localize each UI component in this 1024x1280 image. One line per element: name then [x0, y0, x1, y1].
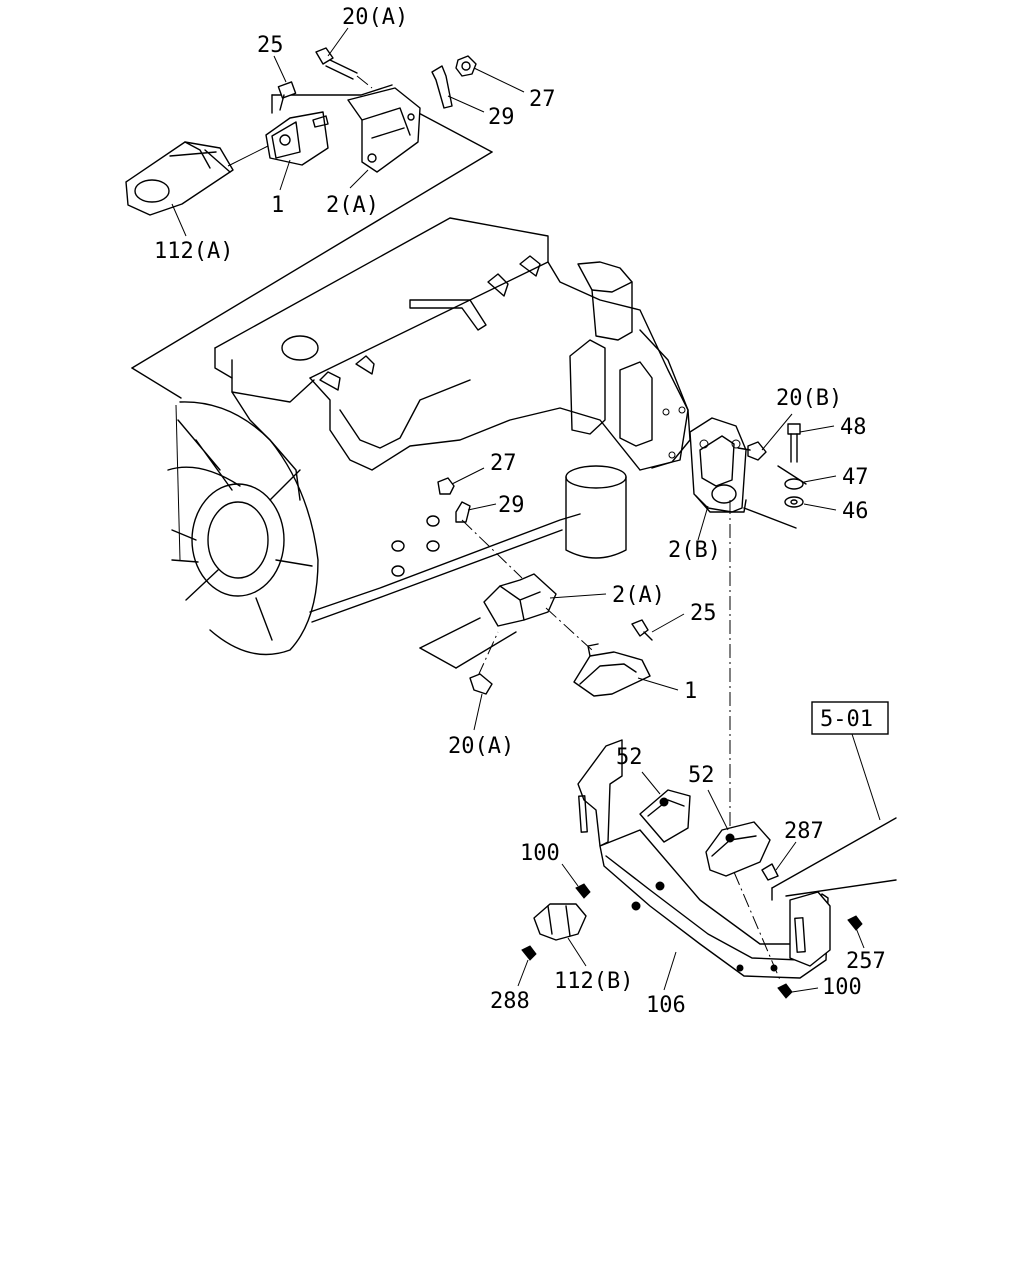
label-20a-mid: 20(A) — [448, 734, 514, 759]
cooling-fan — [167, 401, 319, 656]
label-46: 46 — [842, 499, 869, 524]
label-112a: 112(A) — [154, 239, 233, 264]
clip-29-top — [431, 65, 453, 109]
engine-mount-1-top — [265, 111, 329, 166]
label-52-left: 52 — [616, 745, 643, 770]
mount-52-left — [639, 771, 691, 843]
label-27-mid: 27 — [490, 451, 517, 476]
clip-29-mid — [455, 501, 471, 523]
mid-left-mount — [419, 467, 685, 731]
nut-100-left — [575, 883, 591, 899]
mount-52-right — [705, 789, 771, 877]
nut-27-mid — [437, 477, 455, 495]
label-106: 106 — [646, 993, 686, 1018]
engine-block — [214, 217, 691, 623]
bolt-20b — [747, 441, 767, 461]
bolt-25-top — [277, 81, 297, 111]
label-1-top: 1 — [271, 193, 284, 218]
callout-labels: 20(A) 25 27 29 1 2(A) 112(A) 20(B) 48 47… — [154, 5, 886, 1018]
label-25-mid: 25 — [690, 601, 717, 626]
bolt-20a-mid — [469, 673, 493, 695]
label-27-top: 27 — [529, 87, 556, 112]
label-2a-mid: 2(A) — [612, 583, 665, 608]
spring-washer-47 — [784, 478, 804, 490]
label-112b: 112(B) — [554, 969, 633, 994]
label-20a-top: 20(A) — [342, 5, 408, 30]
rear-mount-2b — [689, 413, 837, 830]
label-52-right: 52 — [688, 763, 715, 788]
label-100-left: 100 — [520, 841, 560, 866]
insulator-112b — [533, 903, 587, 967]
label-29-mid: 29 — [498, 493, 525, 518]
insulator-plate-112a — [125, 141, 234, 216]
crossmember-106 — [517, 739, 897, 999]
label-5-01: 5-01 — [820, 707, 873, 732]
label-257: 257 — [846, 949, 886, 974]
nut-288 — [521, 945, 537, 961]
label-287: 287 — [784, 819, 824, 844]
label-20b: 20(B) — [776, 386, 842, 411]
reference-5-01 — [811, 701, 889, 821]
bolt-287 — [761, 863, 779, 881]
label-288: 288 — [490, 989, 530, 1014]
label-100-right: 100 — [822, 975, 862, 1000]
label-29-top: 29 — [488, 105, 515, 130]
label-2b: 2(B) — [668, 538, 721, 563]
top-mount-assembly — [125, 47, 493, 399]
label-25-top: 25 — [257, 33, 284, 58]
bolt-48 — [787, 423, 835, 463]
washer-46 — [784, 496, 804, 508]
bracket-2a-top — [347, 87, 421, 173]
label-2a-top: 2(A) — [326, 193, 379, 218]
engine-mount-1-mid — [573, 651, 651, 697]
nut-257 — [847, 915, 863, 931]
bolt-20a-top — [315, 47, 373, 89]
nut-27-top — [455, 55, 477, 77]
label-1-mid: 1 — [684, 679, 697, 704]
label-47: 47 — [842, 465, 869, 490]
oil-filter — [565, 465, 627, 559]
nut-100-right — [777, 983, 793, 999]
label-48: 48 — [840, 415, 867, 440]
